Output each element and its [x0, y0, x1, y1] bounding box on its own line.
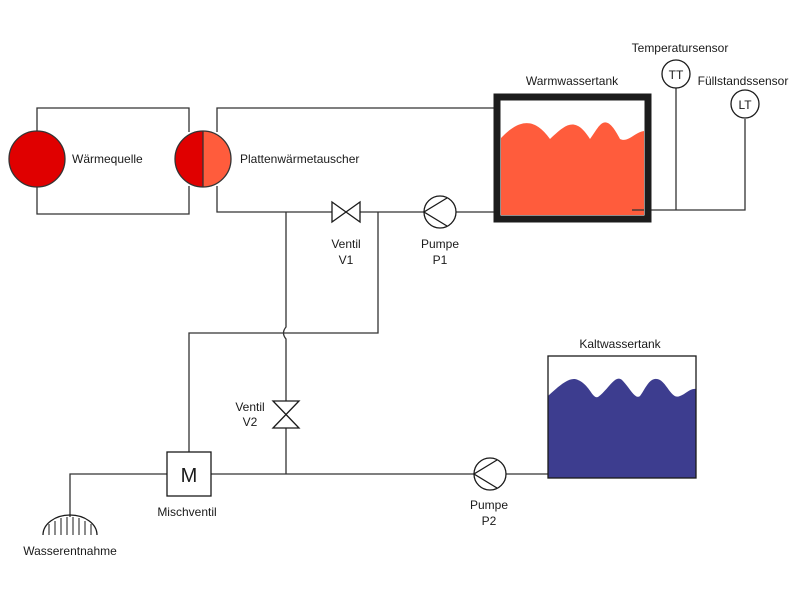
pump-p1-label-1: Pumpe	[421, 237, 459, 251]
pipe-exchanger-to-tank-top	[216, 107, 497, 132]
temp-sensor-label: Temperatursensor	[632, 41, 729, 55]
pump-p1-symbol[interactable]	[422, 195, 457, 229]
level-sensor-label: Füllstandssensor	[698, 74, 789, 88]
pump-p2-label-2: P2	[482, 514, 497, 528]
mixing-valve-symbol-text: M	[181, 465, 198, 487]
valve-v2-label-2: V2	[243, 415, 258, 429]
water-outlet-label: Wasserentnahme	[23, 544, 117, 558]
water-outlet-symbol[interactable]	[42, 514, 98, 536]
temp-sensor-symbol[interactable]	[661, 59, 691, 89]
mixing-valve-label: Mischventil	[157, 505, 216, 519]
cold-water-tank[interactable]	[547, 355, 697, 479]
valve-v1-label-1: Ventil	[331, 237, 360, 251]
heat-source-symbol[interactable]	[8, 130, 66, 188]
pipe-branch-v2	[282, 212, 287, 402]
heat-exchanger-label: Plattenwärmetauscher	[240, 152, 359, 166]
pump-p2-label-1: Pumpe	[470, 498, 508, 512]
pipe-mixer-to-outlet	[69, 473, 167, 517]
heat-source-label: Wärmequelle	[72, 152, 143, 166]
pipe-exchanger-return	[216, 186, 332, 213]
cold-water-tank-label: Kaltwassertank	[579, 337, 661, 351]
pipe-sensor-line	[632, 119, 746, 211]
heat-exchanger-symbol[interactable]	[174, 130, 232, 188]
mixing-valve-symbol[interactable]	[166, 451, 212, 497]
pump-p2-symbol[interactable]	[472, 457, 507, 491]
valve-v1-symbol[interactable]	[331, 200, 361, 224]
pipe-bypass-to-mixer	[188, 212, 379, 452]
pipe-heat-source-loop	[36, 107, 190, 132]
warm-water-tank[interactable]	[493, 93, 652, 223]
level-sensor-symbol-text: LT	[738, 98, 752, 112]
pump-p1-label-2: P1	[433, 253, 448, 267]
temp-sensor-symbol-text: TT	[669, 68, 684, 82]
warm-water-tank-label: Warmwassertank	[526, 74, 619, 88]
valve-v2-symbol[interactable]	[271, 400, 301, 429]
pipe-heat-source-return	[36, 186, 190, 215]
valve-v2-label-1: Ventil	[235, 400, 264, 414]
level-sensor-symbol[interactable]	[730, 89, 760, 119]
valve-v1-label-2: V1	[339, 253, 354, 267]
